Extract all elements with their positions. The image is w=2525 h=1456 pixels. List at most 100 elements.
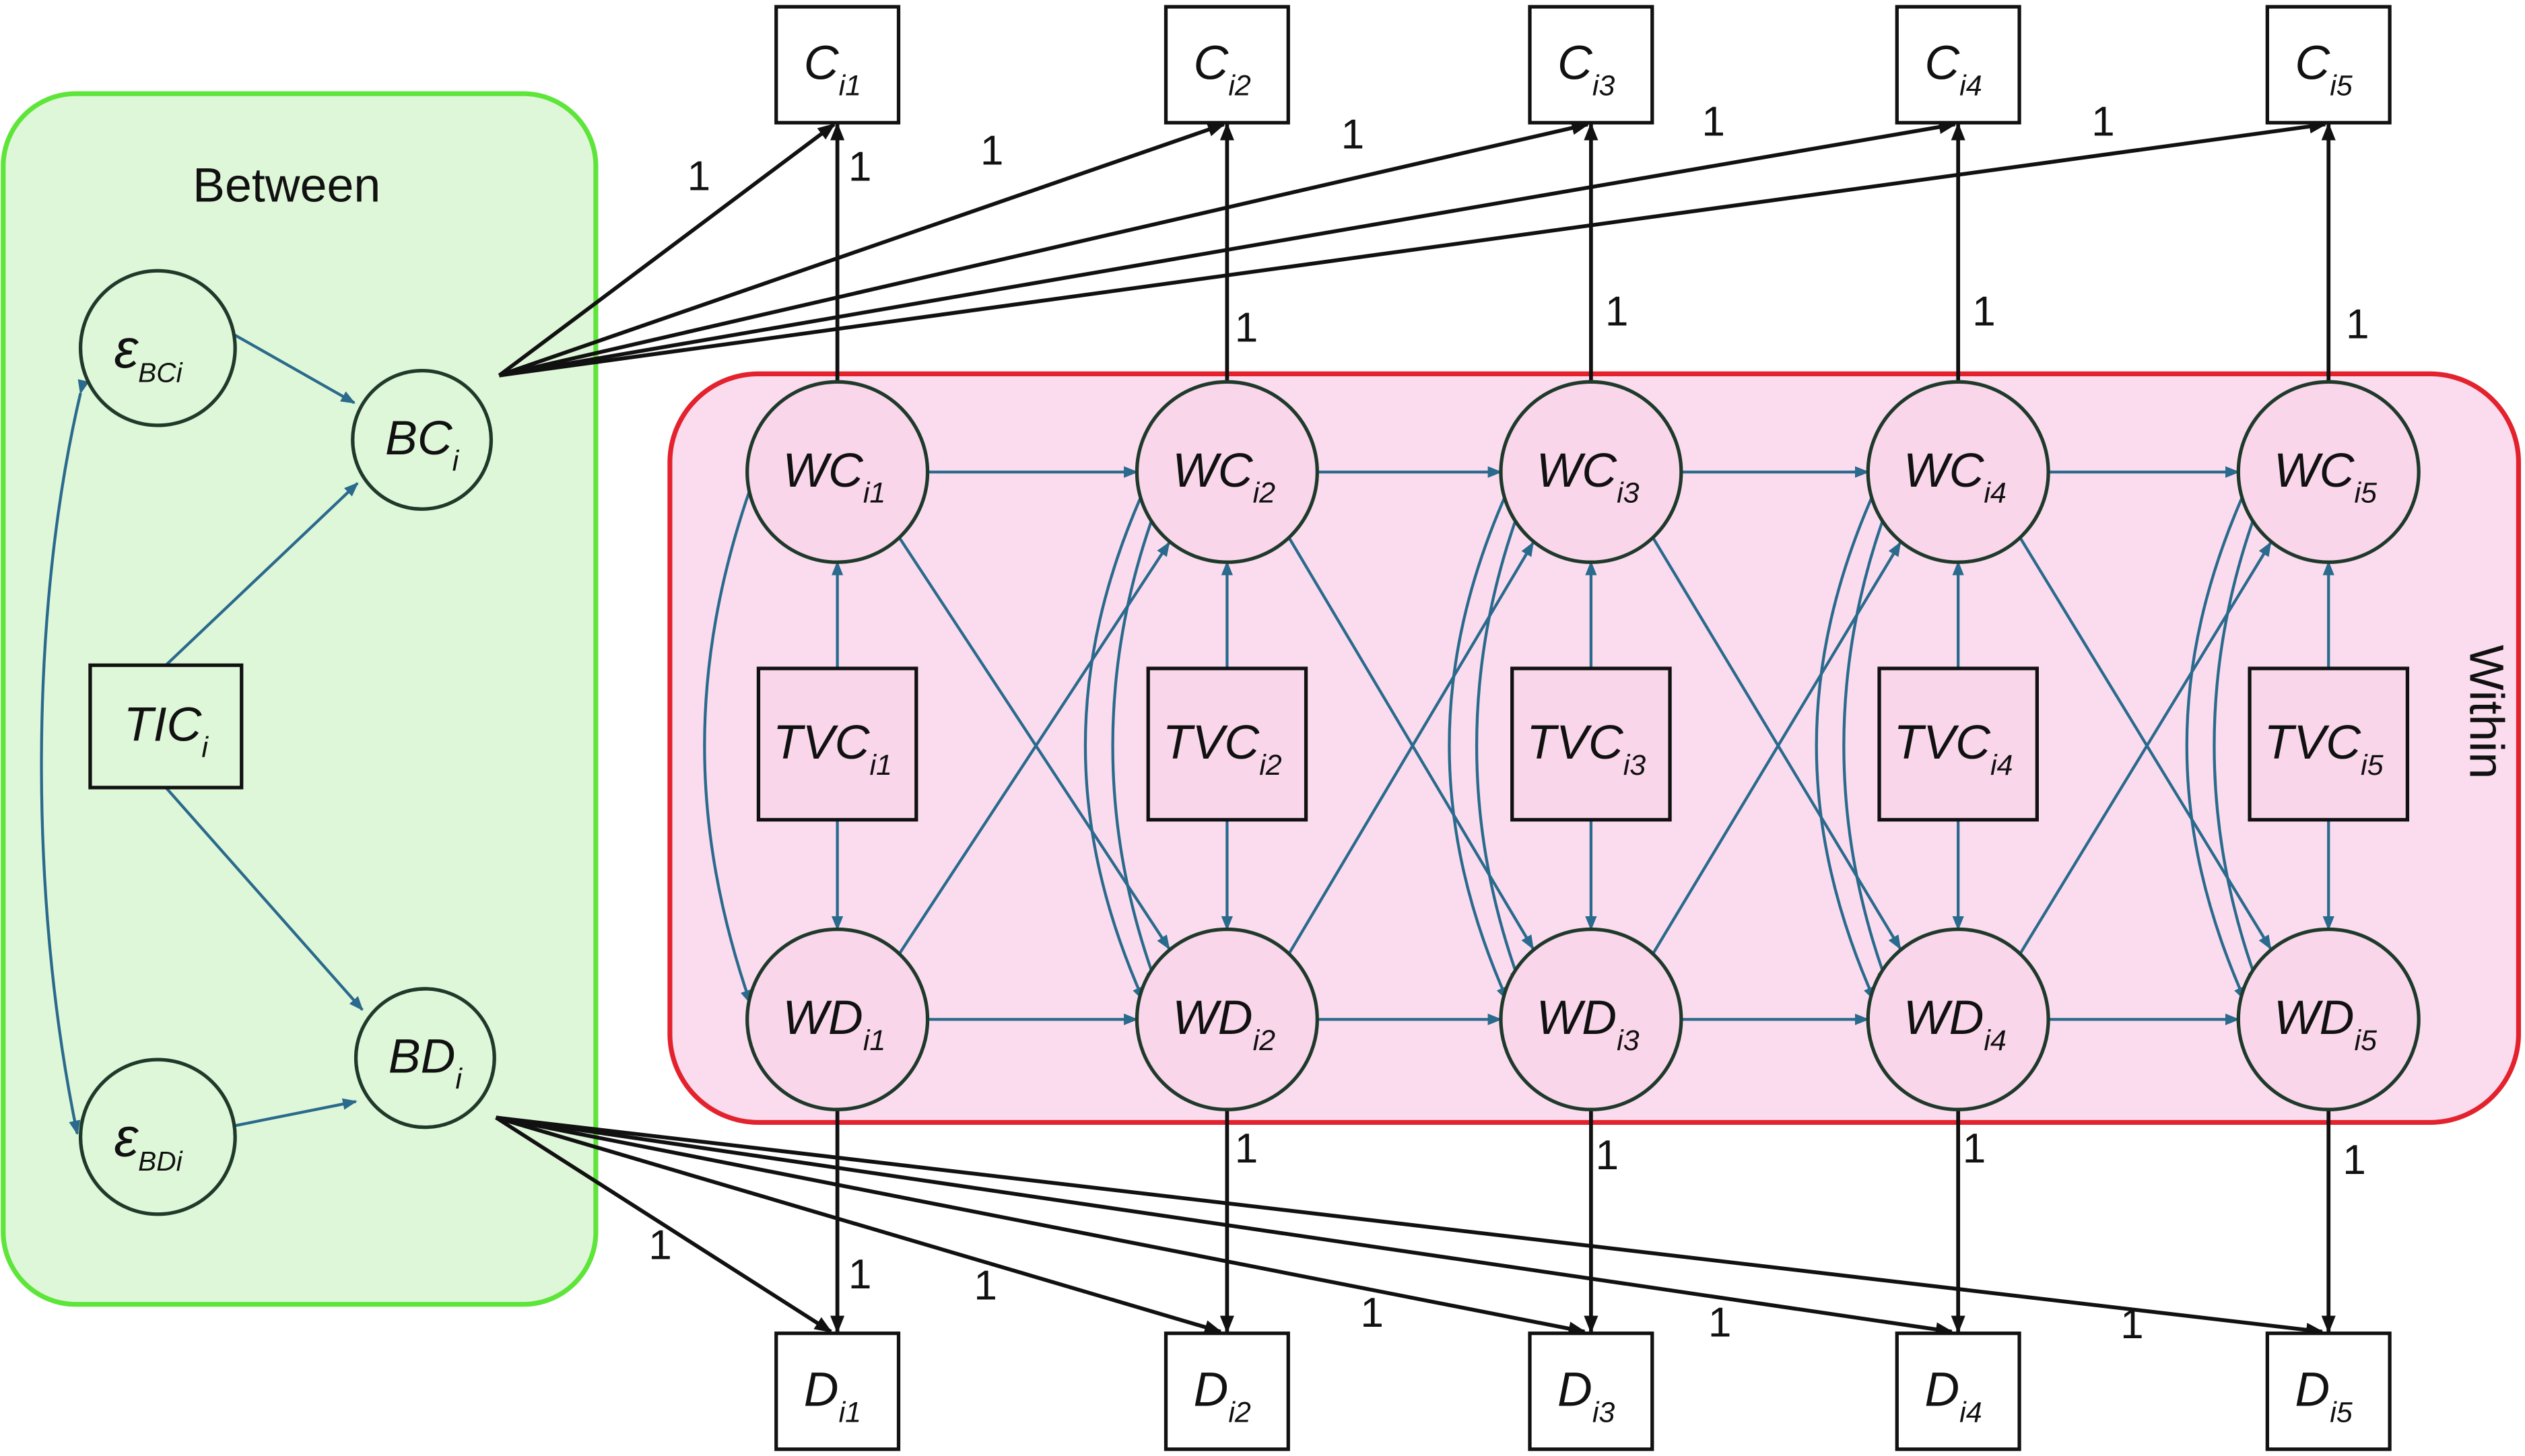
d-indicator-label: Di2 (1194, 1362, 1251, 1428)
tvc-main: TVC (1526, 716, 1624, 769)
eps-covariance-arrow (40, 379, 90, 1136)
eps-bd-to-bd-arrow (234, 1098, 358, 1128)
d-indicator-main: D (1924, 1362, 1959, 1416)
c-indicator-label: Ci4 (1924, 36, 1982, 102)
residual-covariance-arrow (2213, 493, 2268, 985)
d-indicator-box: Di5 (2265, 1331, 2392, 1451)
c-indicator-rect (774, 5, 901, 125)
wc-circle (1135, 380, 1319, 564)
loading-value-label: 1 (1605, 289, 1629, 335)
tvc-main: TVC (1163, 716, 1260, 769)
eps-bc-sub: BCi (138, 357, 182, 388)
residual-covariance-arrow (1475, 493, 1530, 985)
loading-value-label: 1 (1596, 1132, 1619, 1179)
bc-node: BCi (351, 368, 494, 511)
c-indicator-sub: i3 (1592, 70, 1615, 102)
tic-to-bd-arrow (164, 786, 364, 1011)
wd-label: WDi5 (2274, 991, 2378, 1057)
wc-main: WC (1904, 444, 1985, 497)
wd-main: WD (782, 991, 863, 1045)
wd-node: WDi5 (2236, 927, 2421, 1111)
d-indicator-label: Di1 (804, 1362, 861, 1428)
c-indicator-label: Ci2 (1194, 36, 1251, 102)
d-indicator-box: Di3 (1528, 1331, 1654, 1451)
wc-sub: i2 (1253, 477, 1276, 510)
d-indicator-sub: i5 (2330, 1396, 2353, 1428)
d-indicator-box: Di4 (1895, 1331, 2021, 1451)
d-indicator-rect (1528, 1331, 1654, 1451)
loading-value-label: 1 (1972, 289, 1996, 335)
wc-node: WCi5 (2236, 380, 2421, 564)
wc-main: WC (782, 444, 864, 497)
d-indicator-main: D (2295, 1362, 2330, 1416)
c-indicator-sub: i2 (1228, 70, 1251, 102)
within-covariance-arrow (1815, 477, 1885, 1002)
wc-main: WC (1172, 444, 1254, 497)
tvc-sub: i1 (869, 749, 891, 782)
d-indicator-label: Di4 (1924, 1362, 1982, 1428)
d-indicator-rect (1164, 1331, 1290, 1451)
loading-value-label: 1 (1702, 98, 1725, 145)
residual-covariance-arrow (1111, 493, 1166, 985)
svg-text:BDi: BDi (389, 1029, 463, 1095)
d-indicator-main: D (1194, 1362, 1229, 1416)
wc-label: WCi3 (1537, 444, 1640, 510)
c-indicator-sub: i4 (1959, 70, 1982, 102)
tic-sub: i (201, 732, 209, 764)
wc-label: WCi5 (2274, 444, 2378, 510)
bd-to-d-loading-arrow (496, 1115, 2324, 1338)
bd-node: BDi (354, 987, 496, 1130)
wd-node: WDi1 (745, 927, 930, 1111)
loading-value-label: 1 (974, 1263, 997, 1309)
svg-text:BCi: BCi (385, 411, 460, 477)
tvc-label: TVCi5 (2264, 716, 2384, 782)
wc-main: WC (2274, 444, 2355, 497)
within-covariance-arrow (2185, 477, 2256, 1002)
loading-value-label: 1 (2346, 302, 2369, 348)
loading-value-label: 1 (1963, 1125, 1986, 1172)
wc-circle (1499, 380, 1683, 564)
wd-label: WDi2 (1172, 991, 1275, 1057)
within-covariance-arrow (703, 474, 760, 1005)
wd-node: WDi4 (1866, 927, 2050, 1111)
wd-main: WD (1904, 991, 1984, 1045)
d-indicator-sub: i2 (1228, 1396, 1251, 1428)
svg-text:εBDi: εBDi (114, 1107, 182, 1177)
tvc-label: TVCi2 (1163, 716, 1282, 782)
eps-bc-to-bc-arrow (234, 334, 356, 405)
d-indicator-sub: i1 (839, 1396, 861, 1428)
c-indicator-box: Ci4 (1895, 5, 2021, 125)
c-indicator-box: Ci5 (2265, 5, 2392, 125)
wd-sub: i4 (1984, 1025, 2007, 1057)
c-indicator-rect (1528, 5, 1654, 125)
wc-to-wd-cross-lag-arrow (1287, 535, 1535, 950)
within-covariance-arrow (1448, 477, 1518, 1002)
svg-text:εBCi: εBCi (114, 318, 182, 388)
bc-main: BC (385, 411, 453, 465)
loading-value-label: 1 (848, 1251, 872, 1298)
wd-sub: i1 (863, 1025, 885, 1057)
loading-value-label: 1 (1360, 1290, 1384, 1336)
tvc-sub: i5 (2361, 749, 2384, 782)
wc-label: WCi1 (782, 444, 885, 510)
c-indicator-box: Ci2 (1164, 5, 1290, 125)
loading-value-label: 1 (687, 153, 711, 200)
bc-to-c-loading-arrow (498, 122, 1226, 378)
wc-sub: i4 (1984, 477, 2007, 510)
c-indicator-label: Ci5 (2295, 36, 2353, 102)
bd-to-d-loading-arrow (495, 1115, 1223, 1334)
d-indicator-sub: i4 (1959, 1396, 1982, 1428)
tvc-label: TVCi1 (773, 716, 892, 782)
tvc-sub: i2 (1259, 749, 1282, 782)
tvc-label: TVCi4 (1893, 716, 2013, 782)
wc-main: WC (1537, 444, 1618, 497)
wc-node: WCi1 (745, 380, 930, 564)
tvc-rect (1877, 666, 2039, 822)
tic-main: TIC (124, 698, 203, 752)
wc-circle (1866, 380, 2050, 564)
d-indicator-rect (1895, 1331, 2021, 1451)
wc-label: WCi2 (1172, 444, 1275, 510)
loading-value-label: 1 (848, 143, 872, 190)
wd-main: WD (2274, 991, 2355, 1045)
